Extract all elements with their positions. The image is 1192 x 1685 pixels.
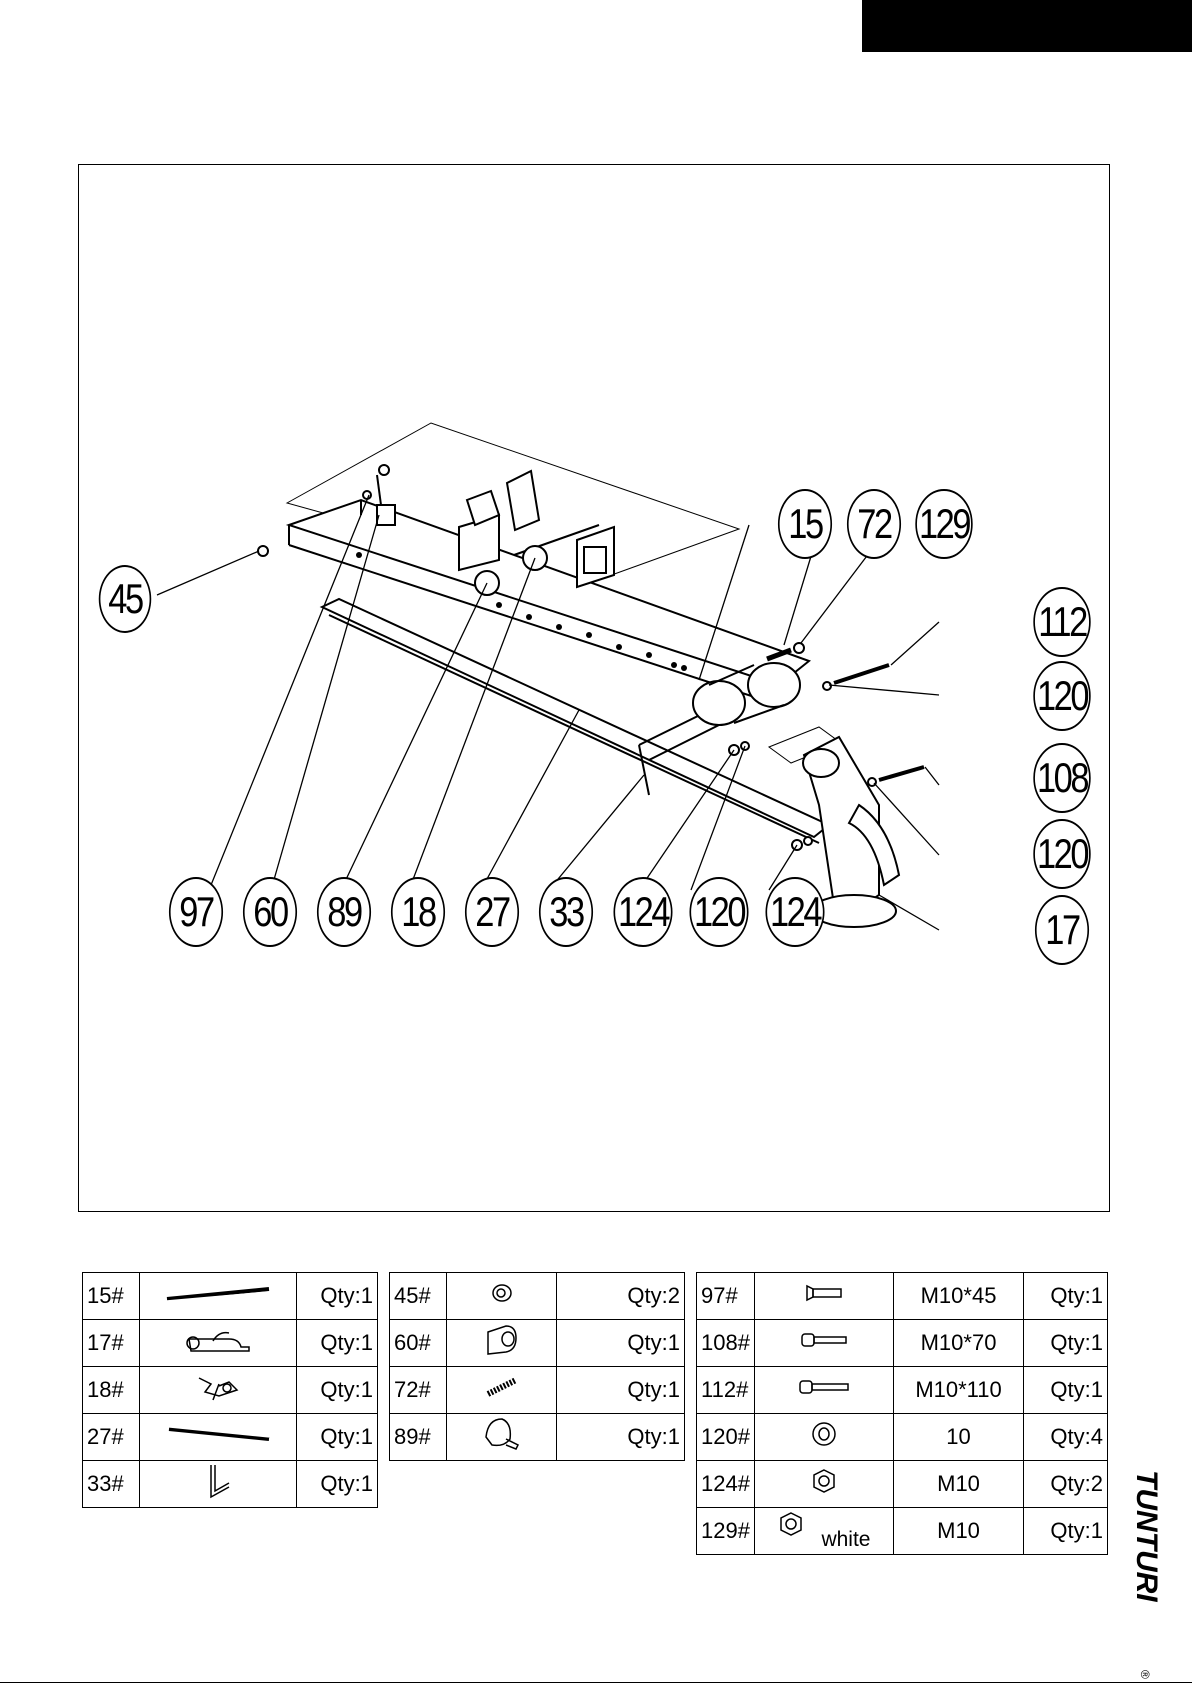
part-qty: Qty:1 [296, 1461, 377, 1508]
part-qty: Qty:1 [557, 1320, 685, 1367]
callout-97: 97 [169, 877, 223, 947]
table-row: 97# M10*45 Qty:1 [697, 1273, 1108, 1320]
nut-icon [754, 1461, 893, 1508]
cylinder-icon [447, 1320, 557, 1367]
part-number: 27# [83, 1414, 140, 1461]
table-row: 112# M10*110 Qty:1 [697, 1367, 1108, 1414]
table-row: 124# M10 Qty:2 [697, 1461, 1108, 1508]
hex-bolt-icon [754, 1320, 893, 1367]
part-number: 120# [697, 1414, 755, 1461]
part-qty: Qty:1 [296, 1414, 377, 1461]
callout-18: 18 [391, 877, 445, 947]
part-qty: Qty:1 [296, 1367, 377, 1414]
callout-15: 15 [778, 489, 832, 559]
part-number: 45# [390, 1273, 447, 1320]
part-size: 10 [894, 1414, 1024, 1461]
part-qty: Qty:1 [557, 1367, 685, 1414]
callout-124: 124 [613, 877, 672, 947]
table-row: 108# M10*70 Qty:1 [697, 1320, 1108, 1367]
part-qty: Qty:1 [557, 1414, 685, 1461]
table-row: 45# Qty:2 [390, 1273, 685, 1320]
section-tab [862, 0, 1192, 52]
nut-icon: white [754, 1508, 893, 1555]
part-qty: Qty:2 [557, 1273, 685, 1320]
callout-124: 124 [765, 877, 824, 947]
cap-icon [447, 1273, 557, 1320]
part-number: 72# [390, 1367, 447, 1414]
part-size: M10*110 [894, 1367, 1024, 1414]
table-row: 15# Qty:1 [83, 1273, 378, 1320]
part-number: 112# [697, 1367, 755, 1414]
rail-icon [140, 1414, 297, 1461]
table-row: 72# Qty:1 [390, 1367, 685, 1414]
part-size: M10*70 [894, 1320, 1024, 1367]
table-row: 33# Qty:1 [83, 1461, 378, 1508]
callout-108: 108 [1033, 743, 1090, 813]
part-qty: Qty:1 [1024, 1273, 1108, 1320]
part-size: M10 [894, 1508, 1024, 1555]
knob-icon [447, 1414, 557, 1461]
flat-bolt-icon [754, 1273, 893, 1320]
part-size: M10 [894, 1461, 1024, 1508]
part-number: 89# [390, 1414, 447, 1461]
callout-27: 27 [465, 877, 519, 947]
washer-icon [754, 1414, 893, 1461]
callout-60: 60 [243, 877, 297, 947]
stand-frame-icon [140, 1320, 297, 1367]
table-row: 120# 10 Qty:4 [697, 1414, 1108, 1461]
part-qty: Qty:1 [1024, 1367, 1108, 1414]
part-number: 108# [697, 1320, 755, 1367]
bracket-icon [140, 1367, 297, 1414]
callout-17: 17 [1035, 895, 1089, 965]
table-row: 27# Qty:1 [83, 1414, 378, 1461]
callout-120: 120 [1033, 819, 1090, 889]
part-qty: Qty:2 [1024, 1461, 1108, 1508]
part-number: 124# [697, 1461, 755, 1508]
part-number: 60# [390, 1320, 447, 1367]
registered-mark: ® [1138, 1670, 1152, 1679]
part-number: 18# [83, 1367, 140, 1414]
assembly-diagram: 45 15 72 129 112 120 108 120 17 97 60 89… [78, 164, 1110, 1212]
parts-table-fasteners: 97# M10*45 Qty:1 108# M10*70 Qty:1 112# … [696, 1272, 1108, 1555]
callout-112: 112 [1033, 587, 1090, 657]
spring-icon [447, 1367, 557, 1414]
table-row: 60# Qty:1 [390, 1320, 685, 1367]
long-tube-icon [140, 1273, 297, 1320]
callout-120: 120 [689, 877, 748, 947]
part-size: M10*45 [894, 1273, 1024, 1320]
callout-45: 45 [99, 565, 151, 633]
color-note: white [821, 1528, 870, 1551]
table-row: 129# white M10 Qty:1 [697, 1508, 1108, 1555]
part-qty: Qty:1 [296, 1320, 377, 1367]
brand-name: TUNTURI [1130, 1470, 1163, 1602]
callout-89: 89 [317, 877, 371, 947]
callout-129: 129 [915, 489, 972, 559]
exploded-view-drawing [79, 165, 1111, 1213]
parts-table-frames: 15# Qty:1 17# Qty:1 18# Qty:1 27# Qty:1 … [82, 1272, 378, 1508]
table-row: 89# Qty:1 [390, 1414, 685, 1461]
table-row: 18# Qty:1 [83, 1367, 378, 1414]
part-number: 33# [83, 1461, 140, 1508]
part-number: 15# [83, 1273, 140, 1320]
part-number: 129# [697, 1508, 755, 1555]
part-number: 97# [697, 1273, 755, 1320]
parts-table-small-parts: 45# Qty:2 60# Qty:1 72# Qty:1 89# Qty:1 [389, 1272, 685, 1461]
table-row: 17# Qty:1 [83, 1320, 378, 1367]
brand-logo: TUNTURI ® [1125, 1470, 1185, 1680]
part-number: 17# [83, 1320, 140, 1367]
part-qty: Qty:4 [1024, 1414, 1108, 1461]
callout-120: 120 [1033, 661, 1090, 731]
hex-bolt-icon [754, 1367, 893, 1414]
footer-rule [0, 1682, 1192, 1683]
part-qty: Qty:1 [1024, 1508, 1108, 1555]
callout-33: 33 [539, 877, 593, 947]
part-qty: Qty:1 [1024, 1320, 1108, 1367]
part-qty: Qty:1 [296, 1273, 377, 1320]
callout-72: 72 [847, 489, 901, 559]
l-bar-icon [140, 1461, 297, 1508]
